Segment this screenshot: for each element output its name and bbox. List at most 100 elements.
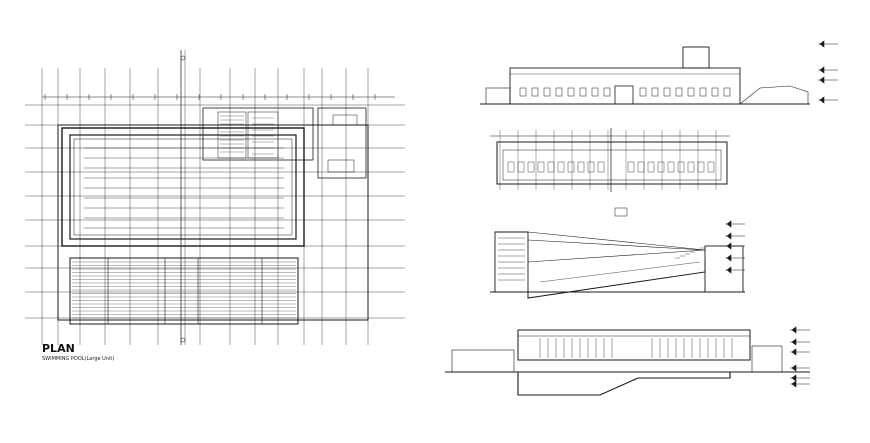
strip-grid-lines <box>499 130 717 190</box>
cs-roof-line-1 <box>527 231 706 251</box>
cs-level-marker-4-arrow <box>726 266 732 274</box>
building-outline <box>57 124 369 321</box>
strip-fixture <box>647 161 655 173</box>
axis-marker-top <box>180 55 186 61</box>
longitudinal-section-drawing <box>445 326 810 396</box>
plan-title: PLAN <box>42 342 75 355</box>
ls-left-annex <box>451 349 515 373</box>
pool-hall-wall <box>61 127 305 247</box>
service-room-a <box>217 111 247 159</box>
elevation-window <box>699 87 707 97</box>
strip-inner <box>502 149 722 181</box>
section-strip-drawing <box>490 128 730 217</box>
elevation-window <box>567 87 575 97</box>
elevation-entrance <box>614 85 634 105</box>
strip-fixture <box>507 161 515 173</box>
ls-main-hall <box>517 329 751 361</box>
pool-basin <box>69 134 297 240</box>
strip-fixture <box>527 161 535 173</box>
strip-room-fixtures <box>507 161 715 173</box>
strip-detail-marker <box>614 207 628 217</box>
strip-fixture <box>657 161 665 173</box>
elevation-level-marker-2-arrow <box>819 76 825 84</box>
plan-subtitle: SWIMMING POOL(Large Unit) <box>42 356 114 362</box>
ls-level-marker-0-arrow <box>791 326 797 334</box>
elevation-window <box>639 87 647 97</box>
elevation-left-wing <box>485 87 511 105</box>
strip-fixture <box>577 161 585 173</box>
cross-section-drawing <box>490 220 745 299</box>
elevation-window <box>555 87 563 97</box>
elevation-window <box>579 87 587 97</box>
elevation-window <box>591 87 599 97</box>
elevation-level-marker-1-arrow <box>819 66 825 74</box>
strip-fixture <box>667 161 675 173</box>
strip-fixture <box>687 161 695 173</box>
strip-fixture <box>547 161 555 173</box>
ls-clerestory-windows <box>539 338 733 358</box>
elevation-window <box>603 87 611 97</box>
top-dimension-ticks <box>44 94 376 100</box>
spectator-stands <box>69 257 299 325</box>
ls-level-marker-4-arrow <box>791 374 797 382</box>
elevation-window <box>687 87 695 97</box>
elevation-window <box>651 87 659 97</box>
elevation-right-roof <box>739 85 809 105</box>
annex-room <box>332 114 358 126</box>
service-room-b <box>247 111 279 159</box>
front-elevation-drawing <box>480 40 838 105</box>
ls-level-marker-3-arrow <box>791 364 797 372</box>
floor-plan-drawing <box>25 50 405 345</box>
annex-counter <box>327 159 355 173</box>
service-equipment-hatch <box>220 115 274 155</box>
cs-level-marker-1-arrow <box>726 232 732 240</box>
elevation-window <box>543 87 551 97</box>
elevation-window <box>711 87 719 97</box>
elevation-window <box>531 87 539 97</box>
cs-level-marker-0-arrow <box>726 220 732 228</box>
elevation-window <box>675 87 683 97</box>
strip-fixture <box>637 161 645 173</box>
stand-row-lines <box>72 261 296 319</box>
pool-lane-lines <box>84 147 284 229</box>
cs-right-block <box>704 245 744 293</box>
strip-fixture <box>697 161 705 173</box>
strip-fixture <box>677 161 685 173</box>
elevation-windows <box>519 87 731 97</box>
strip-fixture <box>567 161 575 173</box>
cs-stair-steps <box>498 237 705 281</box>
strip-fixture <box>627 161 635 173</box>
strip-fixture <box>597 161 605 173</box>
strip-fixture <box>517 161 525 173</box>
elevation-level-markers <box>818 40 838 104</box>
strip-outline <box>496 141 728 185</box>
ls-level-marker-1-arrow <box>791 338 797 346</box>
strip-fixture <box>557 161 565 173</box>
elevation-tower <box>682 46 710 69</box>
cs-water-line <box>539 261 701 283</box>
ls-pool-profile <box>517 372 731 396</box>
axis-marker-bottom <box>180 337 186 343</box>
ls-level-markers <box>790 326 810 388</box>
elevation-level-marker-3-arrow <box>819 96 825 104</box>
cs-level-marker-2-arrow <box>726 242 732 250</box>
cs-level-markers <box>725 220 745 274</box>
strip-fixture <box>707 161 715 173</box>
strip-fixture <box>537 161 545 173</box>
strip-fixture <box>587 161 595 173</box>
cs-level-marker-3-arrow <box>726 254 732 262</box>
elevation-window <box>663 87 671 97</box>
right-annex <box>317 107 367 179</box>
elevation-window <box>723 87 731 97</box>
ls-right-annex <box>751 345 783 373</box>
ls-level-marker-2-arrow <box>791 348 797 356</box>
elevation-window <box>519 87 527 97</box>
pool-basin-inner <box>73 138 293 236</box>
ls-level-marker-5-arrow <box>791 380 797 388</box>
cs-roof-line-2 <box>527 239 706 251</box>
cs-roof-line-3 <box>527 249 706 263</box>
elevation-level-marker-0-arrow <box>819 40 825 48</box>
service-block <box>202 107 314 161</box>
